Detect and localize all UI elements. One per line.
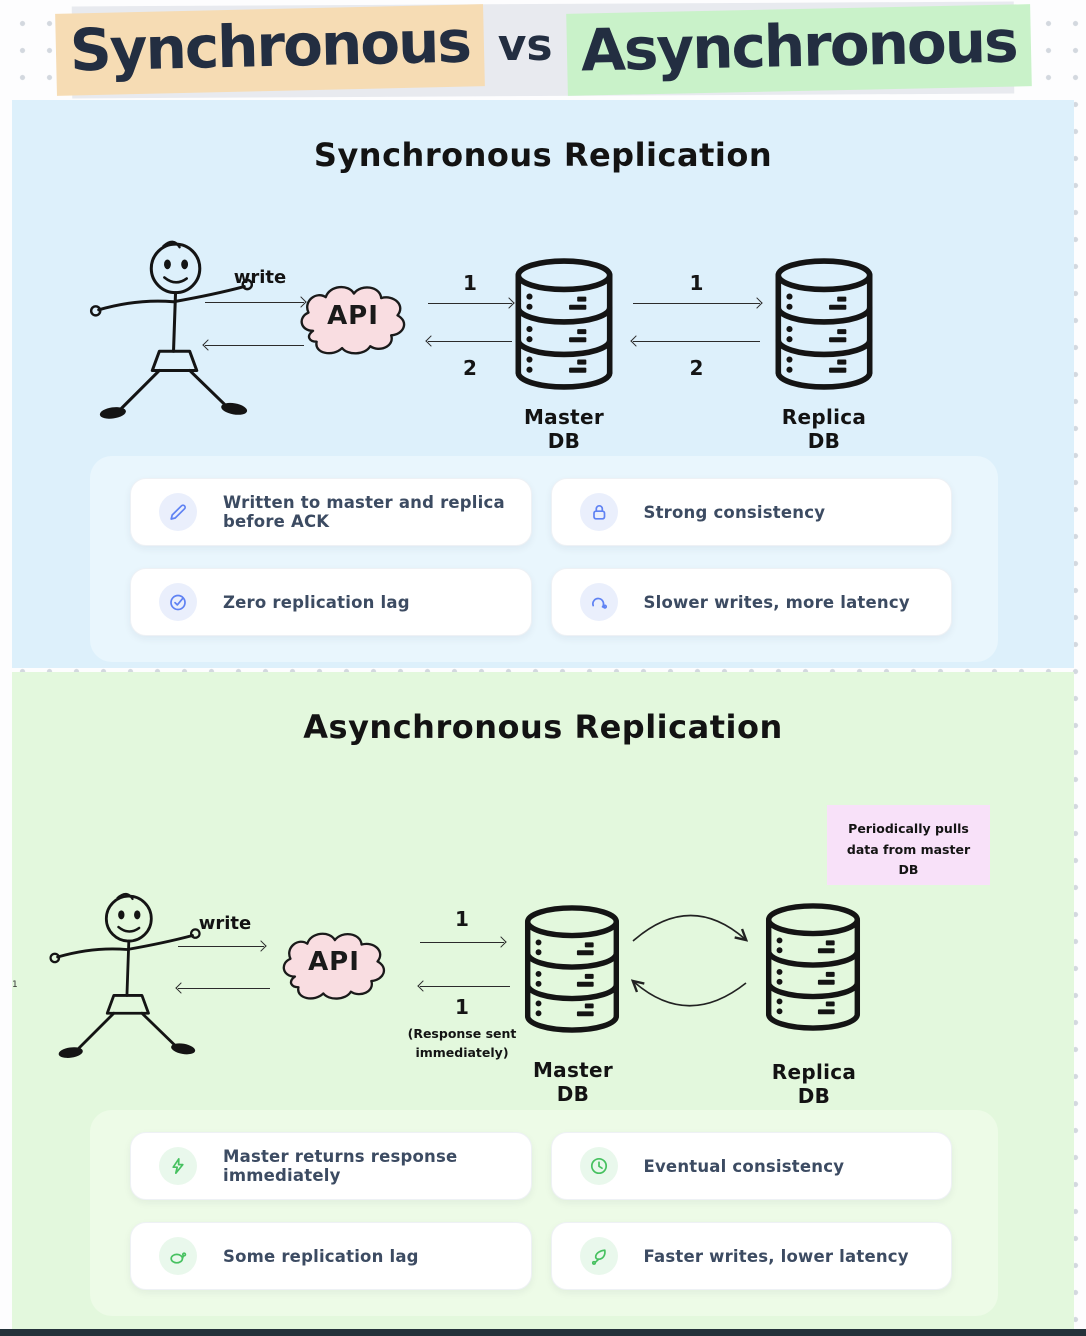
card-text: Faster writes, lower latency [643,1246,909,1266]
edge-mark: 1 [12,980,18,990]
bottom-bar [0,1329,1086,1336]
api-label: API [327,301,379,331]
snail-icon [159,1237,197,1275]
master-db-cylinder [513,258,615,390]
card-replication-lag: Some replication lag [130,1222,532,1290]
card-slower-writes: Slower writes, more latency [550,568,952,636]
async-diagram: 1 write API 1 1 (Response sent immediate… [12,875,1074,1108]
title-synchronous: Synchronous [54,4,485,96]
card-text: Master returns response immediately [223,1147,458,1185]
replication-cycle-arrows [628,914,752,1007]
replica-to-master-arrow [633,341,760,342]
response-arrow [178,988,270,989]
master-to-replica-arrow [633,303,760,304]
card-text: Slower writes, more latency [643,592,910,612]
master-to-api-arrow [428,341,512,342]
async-cards-panel: Master returns response immediately Even… [90,1110,998,1316]
write-label: write [198,913,252,934]
page-header: Synchronous vs Asynchronous [0,0,1086,100]
check-circle-icon [159,583,197,621]
replica-db-label: Replica DB [771,1060,857,1108]
page-title: Synchronous vs Asynchronous [0,0,1086,100]
step-1-replica-label: 1 [689,271,704,295]
step-2-label: 2 [463,356,477,380]
api-label: API [308,947,360,977]
card-immediate-response: Master returns response immediately [130,1132,532,1200]
master-db-label: Master DB [523,405,605,453]
asynchronous-section: Asynchronous Replication Periodically pu… [12,672,1074,1330]
replica-db-cylinder [773,258,875,390]
master-db-label: Master DB [532,1058,614,1106]
leaf-icon [579,1237,618,1275]
periodic-pull-note: Periodically pulls data from master DB [827,805,990,885]
card-text: Written to master and replica before ACK [223,493,505,531]
write-arrow [205,302,304,303]
card-faster-writes: Faster writes, lower latency [550,1222,952,1290]
master-to-api-arrow [420,986,510,987]
response-note: (Response sent immediately) [407,1026,517,1060]
response-arrow [205,345,304,346]
synchronous-section: Synchronous Replication write API 1 2 1 … [12,100,1074,668]
api-to-master-arrow [420,942,504,943]
snail-icon [579,583,618,621]
async-heading: Asynchronous Replication [303,708,783,746]
clock-icon [579,1147,618,1185]
card-text: Some replication lag [223,1246,419,1266]
response-1-label: 1 [455,995,469,1019]
card-eventual-consistency: Eventual consistency [550,1132,952,1200]
master-db-cylinder [522,905,622,1033]
sync-cards-panel: Written to master and replica before ACK… [90,456,998,662]
lightning-icon [159,1147,197,1185]
title-asynchronous: Asynchronous [565,4,1032,96]
card-text: Eventual consistency [643,1156,845,1176]
step-1-label: 1 [463,271,477,295]
api-to-master-arrow [428,303,512,304]
card-text: Zero replication lag [223,592,410,612]
write-label: write [233,267,287,288]
replica-db-cylinder [763,903,863,1031]
card-written-before-ack: Written to master and replica before ACK [130,478,532,546]
sync-heading: Synchronous Replication [313,136,773,174]
lock-icon [579,493,618,531]
user-stick-figure [49,892,201,1061]
title-vs: vs [497,19,553,71]
step-2-replica-label: 2 [689,356,704,380]
card-text: Strong consistency [643,502,826,522]
write-arrow [178,946,264,947]
pen-icon [159,493,197,531]
step-1-label: 1 [455,907,469,931]
sync-diagram: write API 1 2 1 2 Master DB Replica DB [12,225,1074,555]
card-zero-lag: Zero replication lag [130,568,532,636]
replica-db-label: Replica DB [781,405,867,453]
user-stick-figure [89,240,254,422]
card-strong-consistency: Strong consistency [550,478,952,546]
